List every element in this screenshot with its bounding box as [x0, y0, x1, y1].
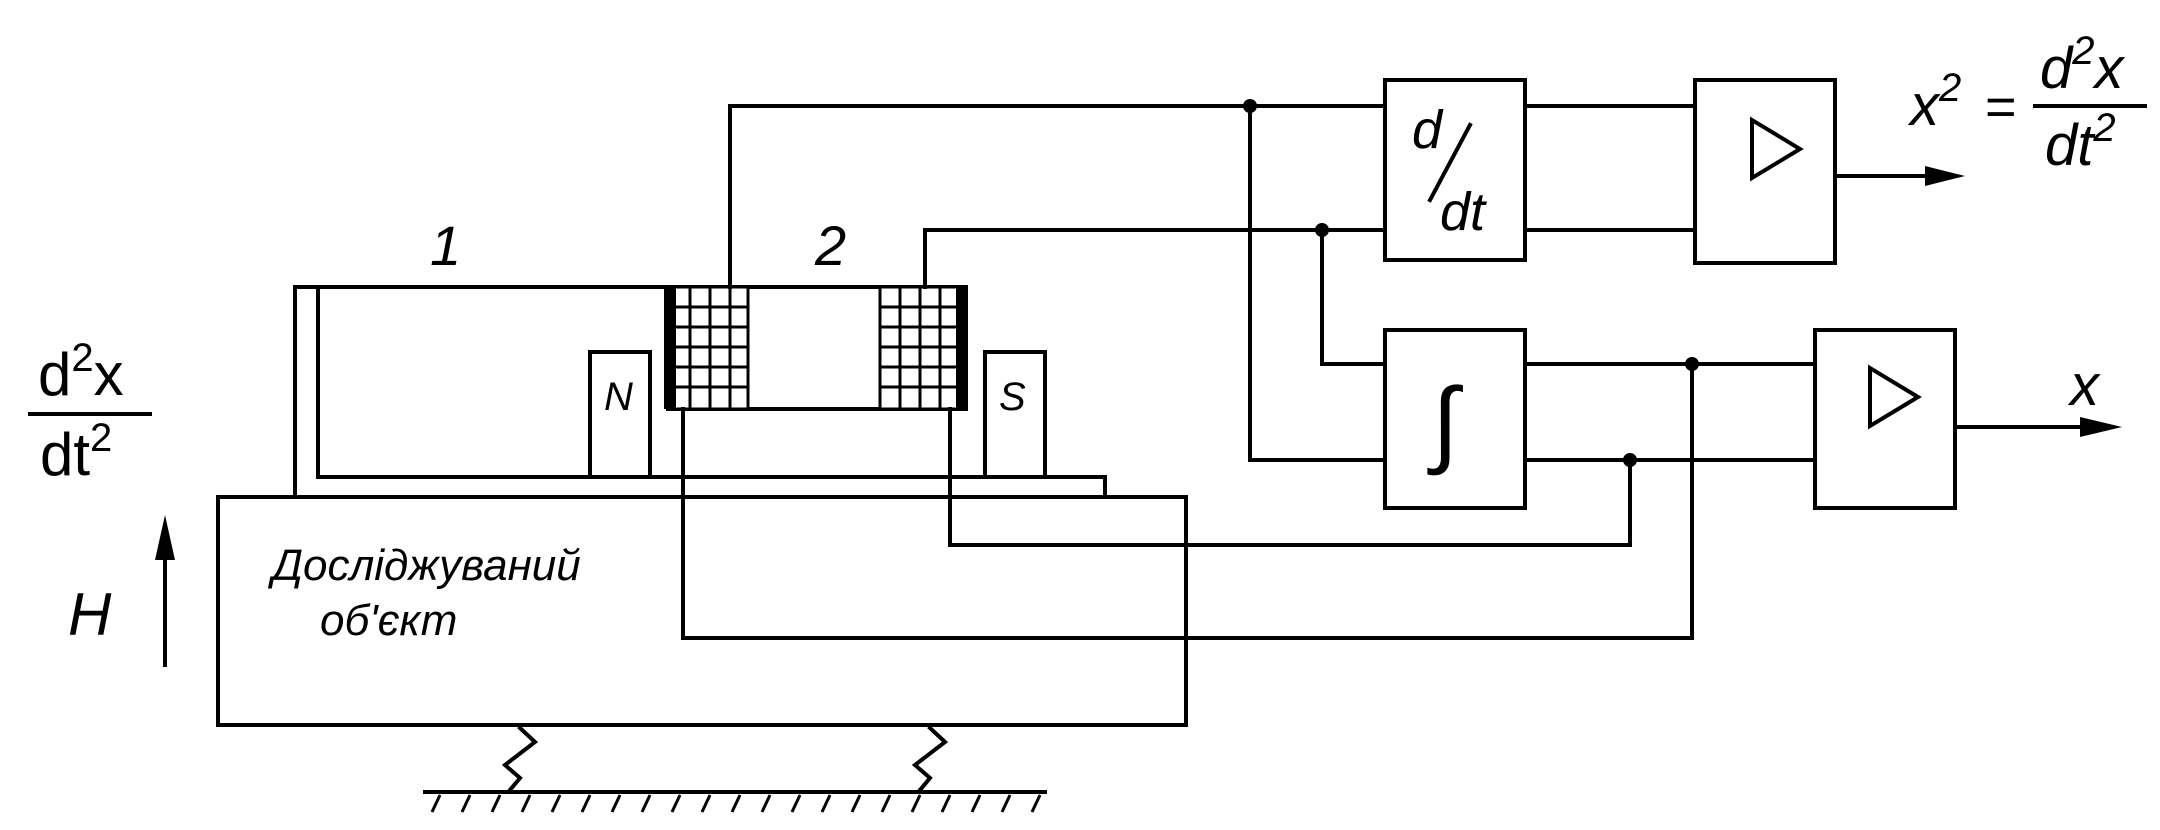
out-den-exp: 2 — [2092, 106, 2115, 150]
ground-hatching — [430, 794, 1042, 813]
field-label: H — [68, 581, 112, 648]
out-den-base: dt — [2045, 113, 2096, 178]
object-label-line2: об'єкт — [320, 596, 457, 645]
input-num-var: x — [94, 341, 124, 408]
svg-text:d2x: d2x — [2040, 29, 2126, 101]
out-lhs: x — [1907, 73, 1941, 138]
input-den-exp: 2 — [90, 416, 112, 460]
input-acceleration-label: d2x dt2 — [28, 336, 152, 488]
object-under-study — [216, 495, 1188, 727]
junction-dot — [1243, 99, 1257, 113]
magnet-north-label: N — [604, 375, 633, 419]
out-equals: = — [1985, 77, 2017, 137]
input-num-exp: 2 — [71, 336, 93, 380]
support-spring-right — [911, 725, 949, 793]
junction-dot — [1685, 357, 1699, 371]
differentiator-block — [1383, 78, 1527, 262]
wire-coil1-top — [728, 104, 1387, 289]
junction-dot — [1315, 223, 1329, 237]
wire-coil-left-down — [681, 362, 1694, 640]
magnet-north — [588, 350, 652, 479]
coil-winding-left — [664, 285, 750, 411]
amplifier-lower-triangle-icon — [1868, 364, 1922, 430]
input-den-base: dt — [40, 421, 90, 488]
diff-label-bottom: dt — [1440, 182, 1487, 242]
svg-text:dt2: dt2 — [40, 416, 112, 488]
part-label-2: 2 — [814, 214, 846, 277]
integrator-block — [1383, 328, 1527, 510]
out-num-var: x — [2092, 36, 2126, 101]
magnet-south — [983, 350, 1047, 479]
integrator-symbol: ∫ — [1427, 369, 1463, 476]
diff-label-top: d — [1412, 100, 1444, 160]
object-label-line1: Досліджуваний — [267, 541, 581, 590]
out-lhs-exp: 2 — [1938, 66, 1961, 110]
support-spring-left — [501, 725, 539, 793]
wire-to-int-upper — [1320, 228, 1387, 366]
junction-dot — [1623, 453, 1637, 467]
diff-slash — [1427, 122, 1473, 203]
svg-text:x2: x2 — [1907, 66, 1961, 138]
output-lower-label: x — [2067, 353, 2101, 418]
wire-diff-to-int-lower — [1248, 104, 1387, 462]
out-num-base: d — [2040, 36, 2074, 101]
output-upper-label: x2 = d2x dt2 — [1907, 29, 2147, 178]
part-label-1: 1 — [430, 214, 461, 277]
frame-inner-base — [316, 285, 1107, 499]
wire-coil2-top — [923, 228, 1387, 289]
svg-text:dt2: dt2 — [2045, 106, 2116, 178]
amplifier-upper-triangle-icon — [1750, 116, 1804, 182]
out-num-exp: 2 — [2071, 29, 2094, 73]
svg-text:d2x: d2x — [38, 336, 124, 408]
field-arrow-head — [155, 515, 175, 560]
magnet-south-label: S — [999, 375, 1026, 419]
output-arrow-upper-head — [1925, 166, 1965, 186]
output-arrow-lower-head — [2080, 417, 2122, 437]
wire-coil-right-down — [948, 407, 1632, 547]
coil-winding-right — [878, 285, 968, 411]
input-num-base: d — [38, 341, 71, 408]
